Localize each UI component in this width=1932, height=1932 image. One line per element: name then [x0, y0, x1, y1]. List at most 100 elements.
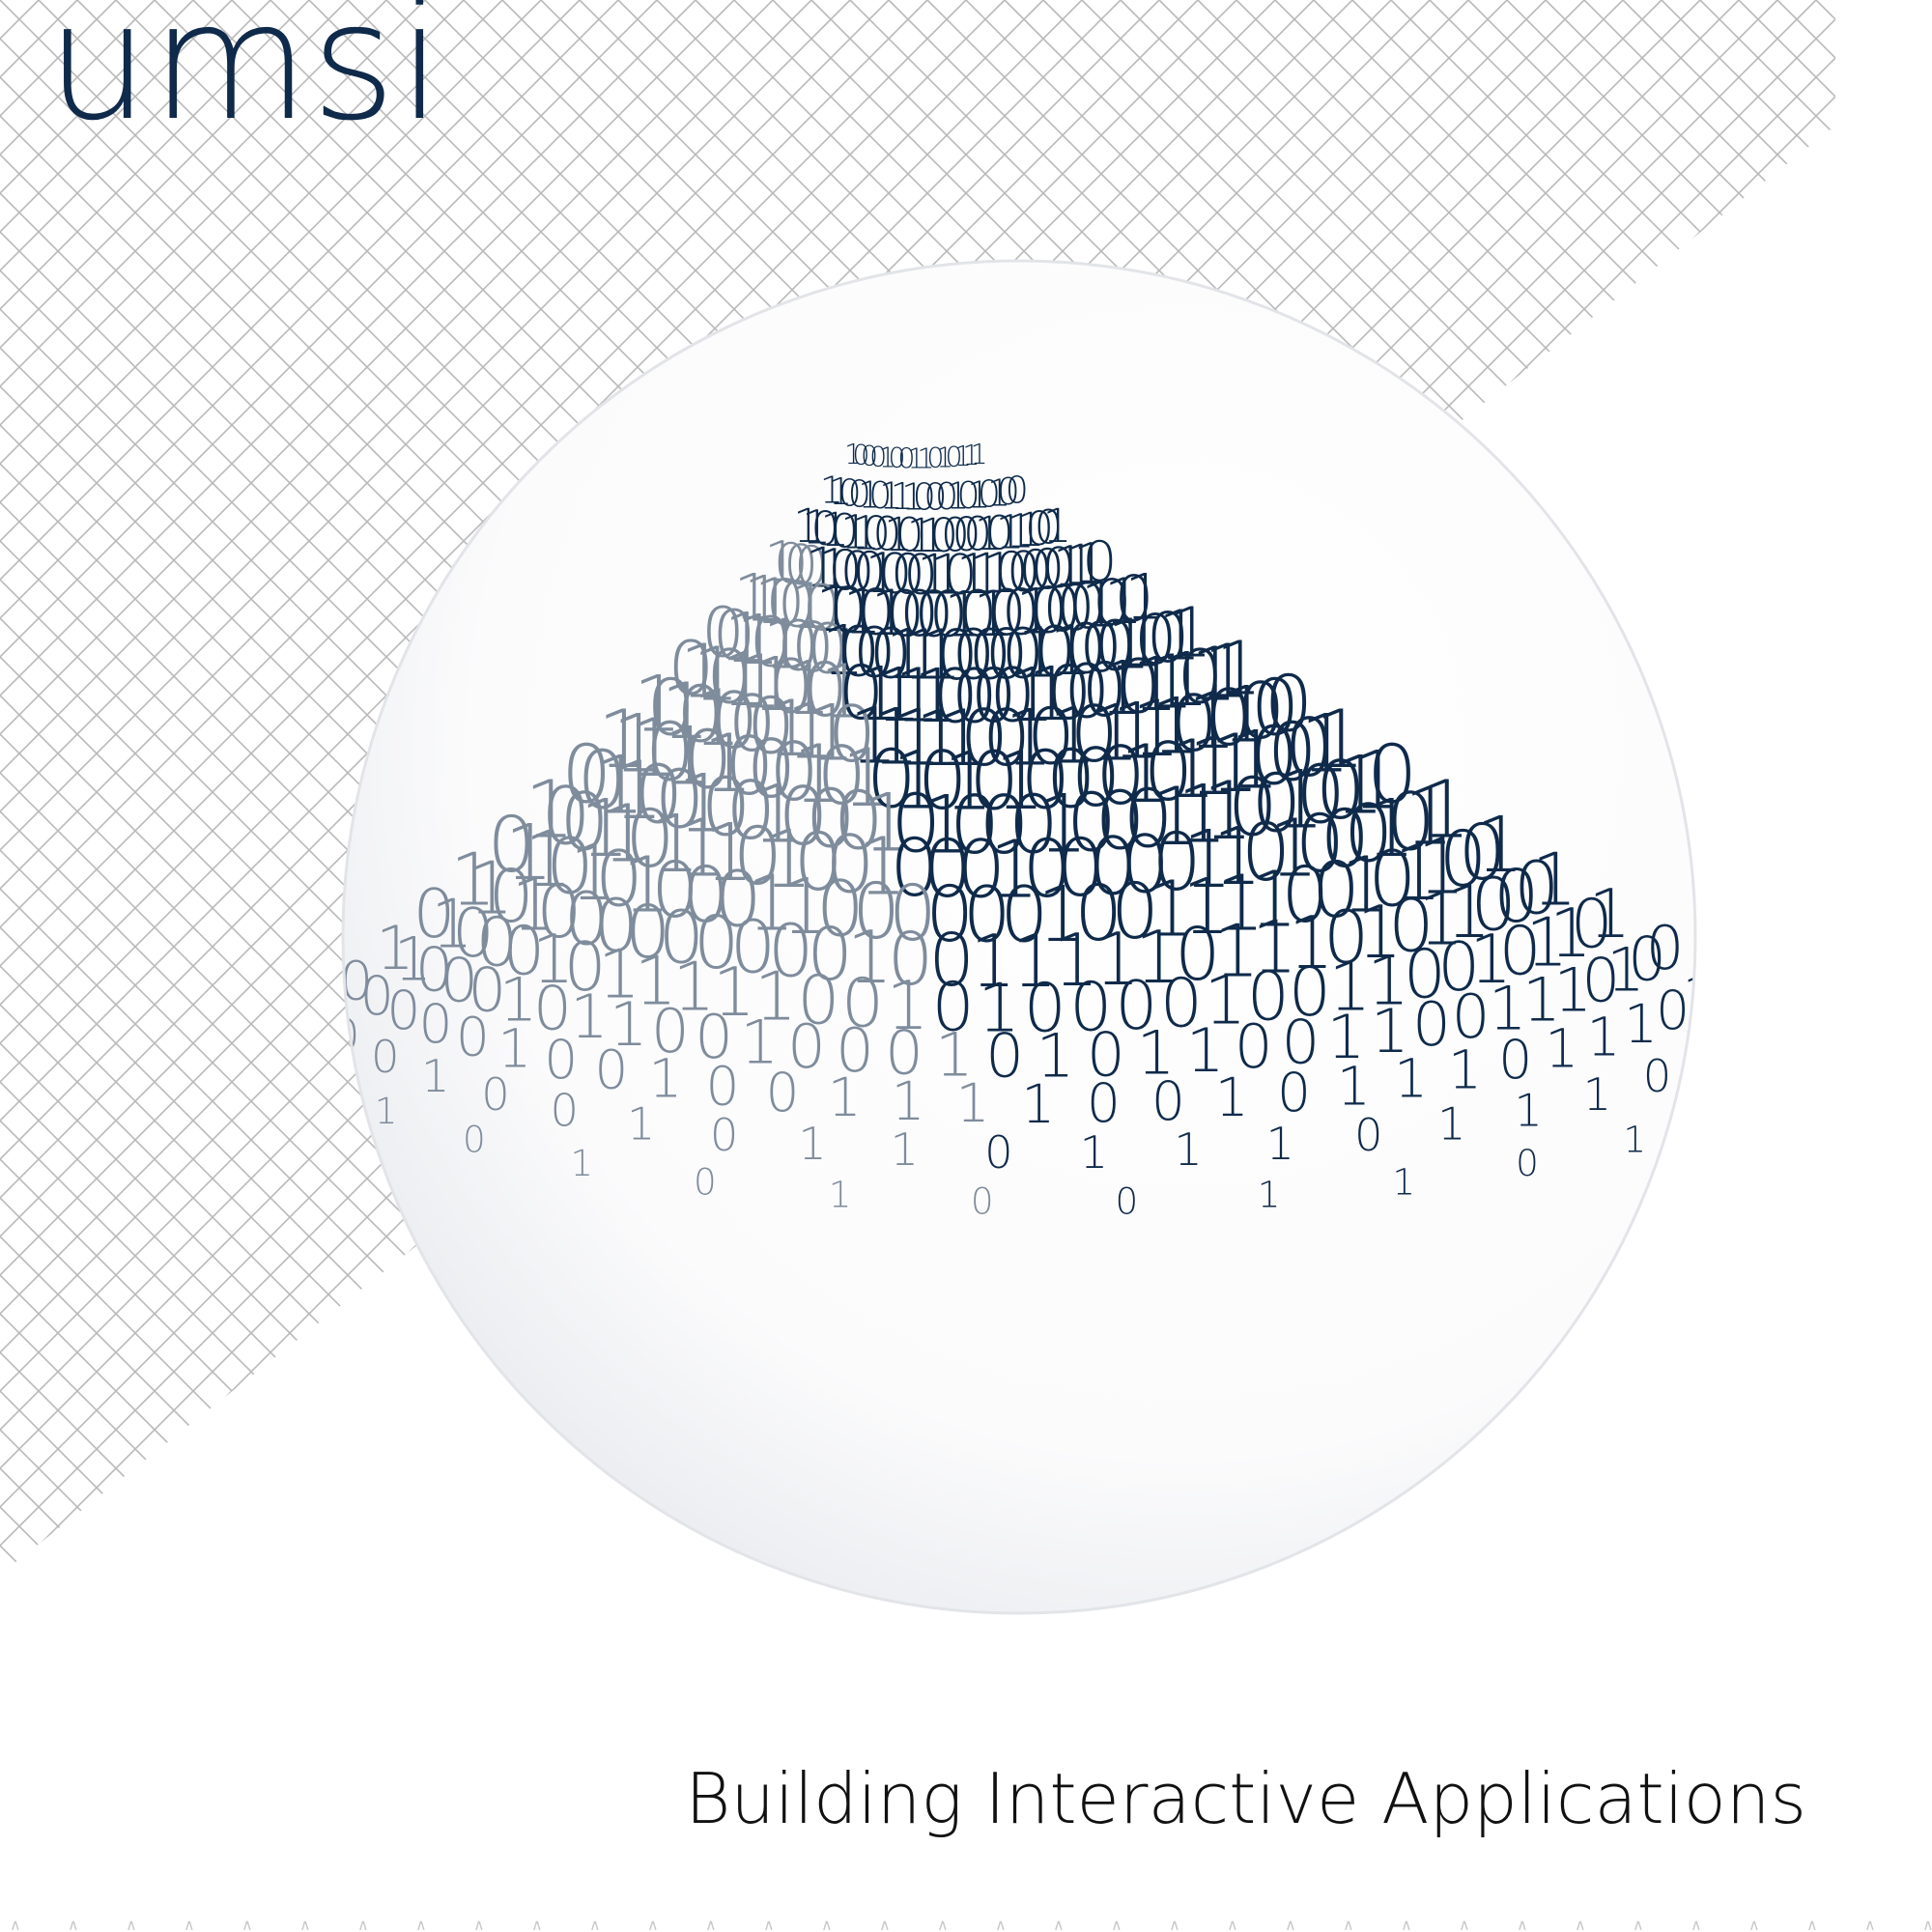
binary-digit: 0	[533, 974, 572, 1044]
binary-digit: 0	[1249, 711, 1300, 804]
binary-digit: 1	[841, 732, 893, 825]
binary-digit: 1	[971, 439, 988, 470]
binary-digit: 1	[394, 923, 433, 994]
binary-digit: 1	[525, 765, 575, 857]
binary-digit: 0	[654, 753, 705, 846]
binary-digit: 0	[725, 764, 777, 858]
binary-digit: 1	[1107, 605, 1151, 685]
binary-digit: 0	[984, 1126, 1013, 1179]
binary-digit: 0	[1761, 987, 1790, 1039]
binary-digit: 1	[1124, 562, 1164, 635]
binary-digit: 1	[268, 1024, 291, 1066]
binary-digit: 0	[852, 440, 869, 471]
binary-digit: 1	[1098, 646, 1146, 732]
binary-digit: 0	[768, 909, 814, 994]
binary-digit: 1	[1445, 869, 1492, 954]
binary-digit: 1	[1027, 652, 1074, 738]
binary-digit: 1	[693, 633, 740, 719]
binary-digit: 0	[1030, 538, 1065, 602]
binary-digit: 0	[952, 654, 999, 740]
binary-digit: 1	[820, 469, 844, 513]
binary-digit: 0	[1042, 574, 1082, 646]
binary-digit: 1	[1131, 683, 1180, 774]
edge-mark: ∧	[126, 1916, 137, 1932]
binary-digit: 0	[917, 735, 968, 828]
binary-digit: 0	[1114, 564, 1153, 637]
binary-digit: 1	[1151, 681, 1200, 772]
binary-digit: 0	[932, 654, 980, 740]
edge-mark: ∧	[10, 1916, 21, 1932]
binary-digit: 0	[700, 761, 752, 855]
binary-digit: 0	[694, 1160, 717, 1203]
binary-digit: 1	[1351, 733, 1403, 827]
binary-digit: 0	[1493, 854, 1540, 939]
binary-digit: 1	[987, 471, 1011, 515]
binary-digit: 0	[923, 475, 948, 519]
binary-digit: 0	[1151, 1070, 1185, 1132]
edge-mark: ∧	[415, 1916, 427, 1932]
umsi-logo: umsi	[46, 0, 445, 156]
binary-digit: 1	[1252, 905, 1298, 990]
binary-digit: 0	[923, 824, 973, 916]
binary-digit: 1	[792, 728, 843, 821]
binary-digit: 1	[1009, 653, 1056, 739]
edge-mark: ∧	[1690, 1916, 1702, 1932]
binary-digit: 0	[895, 509, 924, 563]
binary-digit: 0	[989, 654, 1037, 740]
binary-digit: 0	[695, 1002, 733, 1072]
binary-digit: 1	[844, 439, 862, 470]
binary-digit: 1	[1334, 739, 1385, 833]
edge-mark: ∧	[763, 1916, 775, 1932]
binary-digit: 0	[885, 579, 924, 651]
binary-digit: 0	[732, 811, 782, 903]
binary-digit: 1	[962, 440, 980, 471]
binary-digit: 1	[901, 475, 925, 519]
binary-digit: 0	[1000, 870, 1048, 960]
binary-digit: 0	[694, 900, 740, 985]
binary-digit: 0	[766, 1062, 800, 1123]
binary-digit: 1	[1606, 935, 1645, 1006]
binary-digit: 1	[1315, 694, 1366, 786]
binary-digit: 0	[955, 825, 1006, 917]
binary-digit: 0	[956, 474, 980, 518]
binary-digit: 1	[1188, 721, 1239, 813]
binary-digit: 1	[1080, 570, 1120, 642]
binary-digit: 0	[1514, 845, 1560, 930]
edge-mark: ∧	[1922, 1916, 1932, 1932]
binary-digit: 0	[1025, 502, 1055, 556]
binary-digit: 0	[710, 1109, 739, 1161]
binary-digit: 0	[1368, 834, 1416, 923]
binary-digit: 1	[693, 672, 742, 763]
binary-digit: 1	[1712, 1090, 1735, 1132]
binary-digit: 1	[713, 953, 755, 1032]
binary-digit: 0	[747, 681, 796, 772]
binary-digit: 1	[736, 600, 780, 680]
binary-digit: 0	[1070, 732, 1122, 825]
binary-digit: 0	[541, 771, 591, 863]
binary-digit: 1	[622, 839, 670, 929]
binary-digit: 0	[1094, 775, 1146, 868]
binary-digit: 0	[1029, 575, 1068, 647]
binary-digit: 1	[1048, 690, 1097, 781]
binary-digit: 1	[1437, 1097, 1466, 1150]
binary-digit: 1	[821, 611, 865, 691]
binary-digit: 0	[502, 913, 545, 991]
cover-title: Building Interactive Applications	[685, 1758, 1806, 1839]
binary-digit: 1	[1174, 1123, 1203, 1176]
binary-digit: 1	[504, 808, 553, 897]
binary-digit: 1	[752, 767, 803, 861]
binary-digit: 1	[704, 808, 754, 899]
binary-digit: 0	[985, 1021, 1024, 1092]
binary-digit: 1	[1337, 1056, 1371, 1118]
binary-digit: 1	[1588, 875, 1631, 953]
edge-mark: ∧	[589, 1916, 601, 1932]
binary-digit: 1	[610, 989, 648, 1060]
binary-digit: 0	[1033, 611, 1076, 692]
binary-digit: 1	[893, 692, 942, 782]
binary-digit: 1	[1553, 955, 1592, 1026]
binary-digit: 1	[633, 658, 682, 749]
binary-digit: 0	[339, 951, 373, 1012]
binary-digit: 1	[829, 470, 853, 514]
binary-digit: 0	[1095, 730, 1147, 823]
binary-digit: 0	[681, 850, 729, 940]
